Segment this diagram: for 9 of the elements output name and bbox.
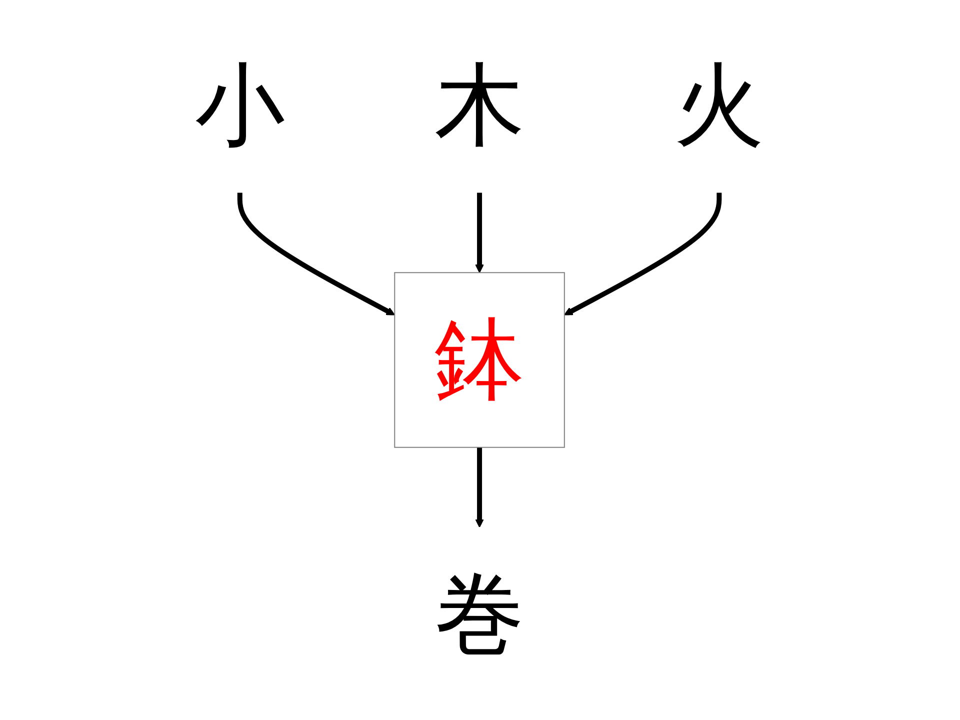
node-text: 火 <box>674 52 765 158</box>
node-text: 木 <box>435 52 525 158</box>
arrow <box>564 192 722 316</box>
node-box: 鉢 <box>394 272 566 448</box>
arrow <box>476 192 484 274</box>
node-text: 巻 <box>435 562 525 668</box>
arrow <box>476 447 484 528</box>
node-text: 小 <box>195 52 286 158</box>
arrow <box>238 192 396 316</box>
